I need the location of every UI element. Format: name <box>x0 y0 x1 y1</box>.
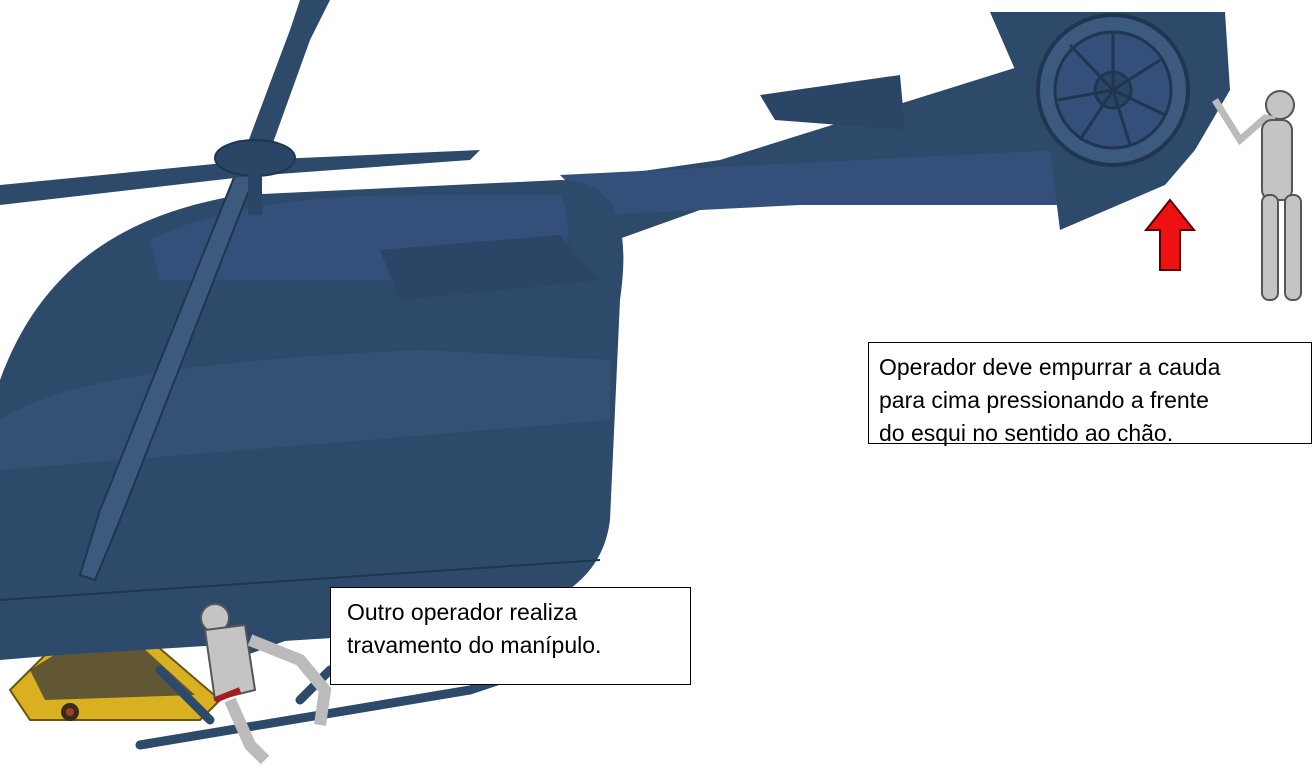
tail-rotor <box>990 12 1230 230</box>
ground-stand <box>8 639 222 721</box>
tail-instruction-line-2: para cima pressionando a frente <box>879 387 1209 413</box>
operator-crouching-figure <box>200 603 332 765</box>
lock-instruction-line-1: Outro operador realiza <box>347 599 578 625</box>
red-up-arrow-icon <box>1143 198 1197 271</box>
tail-instruction-line-3: do esqui no sentido ao chão. <box>879 420 1174 446</box>
operator-tail-figure <box>1212 90 1302 301</box>
tail-instruction-line-1: Operador deve empurrar a cauda <box>879 354 1221 380</box>
lock-instruction-line-2: travamento do manípulo. <box>347 632 602 658</box>
main-rotor <box>0 0 480 582</box>
lock-instruction-callout: Outro operador realiza travamento do man… <box>330 587 691 685</box>
tail-instruction-callout: Operador deve empurrar a cauda para cima… <box>868 342 1312 446</box>
